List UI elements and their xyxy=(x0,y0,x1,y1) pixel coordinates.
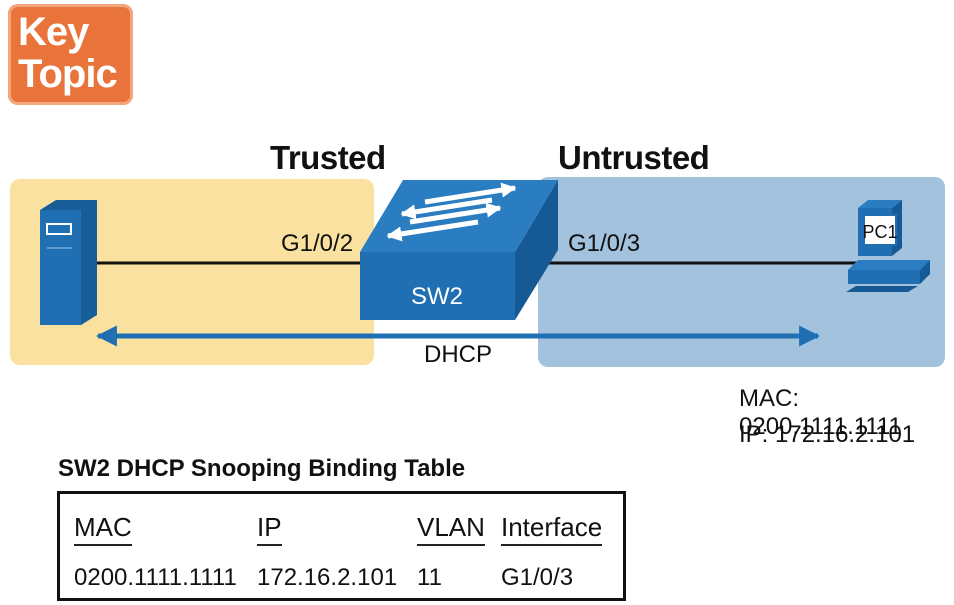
badge-line-1: Key xyxy=(18,10,89,54)
pc-icon: PC1 xyxy=(846,200,930,292)
cell-ip: 172.16.2.101 xyxy=(257,564,398,591)
key-topic-badge: Key Topic xyxy=(8,4,133,105)
server-icon xyxy=(40,200,97,325)
header-interface: Interface xyxy=(501,512,603,546)
port-label-right: G1/0/3 xyxy=(568,230,641,257)
port-label-left: G1/0/2 xyxy=(281,230,354,257)
switch-icon: SW2 xyxy=(360,180,558,320)
header-mac: MAC xyxy=(74,512,132,546)
pc-name: PC1 xyxy=(862,222,897,242)
header-vlan: VLAN xyxy=(417,512,485,546)
binding-table-title: SW2 DHCP Snooping Binding Table xyxy=(58,455,466,482)
header-ip: IP xyxy=(257,512,282,546)
dhcp-flow-label: DHCP xyxy=(424,341,493,368)
cell-interface: G1/0/3 xyxy=(501,564,574,591)
cell-vlan: 11 xyxy=(417,564,442,591)
switch-name: SW2 xyxy=(411,283,463,310)
pc-mac-address: MAC: 0200.1111.1111 xyxy=(739,385,902,440)
trusted-zone-label: Trusted xyxy=(270,139,386,176)
pc-ip-address: IP: 172.16.2.101 xyxy=(739,421,916,448)
badge-line-2: Topic xyxy=(18,52,118,96)
cell-mac: 0200.1111.1111 xyxy=(74,564,237,591)
binding-table: MAC IP VLAN Interface 0200.1111.1111 172… xyxy=(57,491,626,601)
untrusted-zone-label: Untrusted xyxy=(558,139,710,176)
